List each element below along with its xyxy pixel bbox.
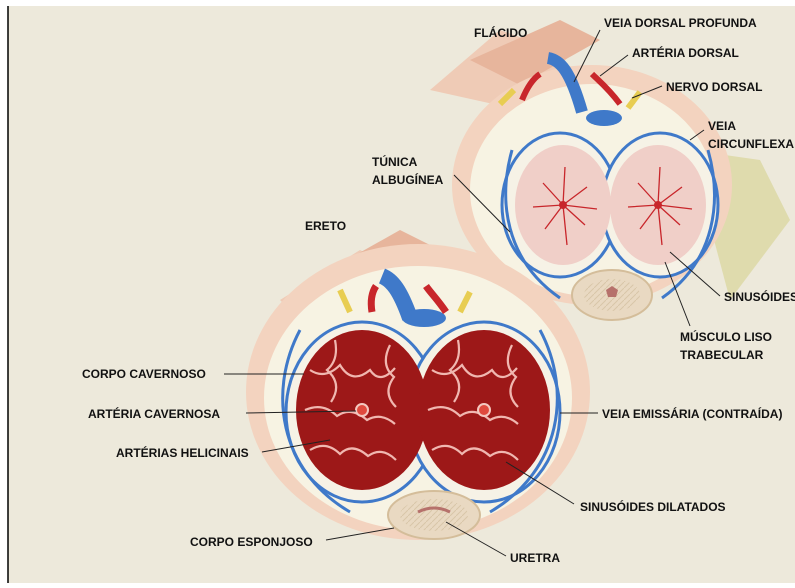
label-tunica-2: ALBUGÍNEA [372,172,444,187]
erect-spongiosum-texture [400,499,468,531]
label-cavernous-artery: ARTÉRIA CAVERNOSA [88,406,220,421]
label-sinusoids: SINUSÓIDES [724,289,795,304]
label-dorsal-artery: ARTÉRIA DORSAL [632,45,739,60]
erect-cavernous-artery-right [478,404,490,416]
label-helicine-arteries: ARTÉRIAS HELICINAIS [116,445,249,460]
flaccid-vein-cut [586,110,622,126]
label-circumflex-vein-1: VEIA [708,119,736,133]
flaccid-cavernous-artery-right [654,201,662,209]
label-flaccid: FLÁCIDO [474,25,527,40]
label-urethra: URETRA [510,551,560,565]
erect-vein-cut [402,309,446,327]
label-erect: ERETO [305,219,346,233]
flaccid-cavernous-artery-left [559,201,567,209]
label-circumflex-vein-2: CIRCUNFLEXA [708,137,794,151]
label-deep-dorsal-vein: VEIA DORSAL PROFUNDA [604,16,757,30]
label-smooth-muscle-2: TRABECULAR [680,348,764,362]
erect-cavernous-artery-left [356,404,368,416]
label-smooth-muscle-1: MÚSCULO LISO [680,329,772,344]
label-corpus-cavernosum: CORPO CAVERNOSO [82,367,206,381]
label-tunica-1: TÚNICA [372,154,418,169]
label-dilated-sinusoids: SINUSÓIDES DILATADOS [580,499,726,514]
label-emissary-vein: VEIA EMISSÁRIA (CONTRAÍDA) [602,406,782,421]
label-dorsal-nerve: NERVO DORSAL [666,80,762,94]
label-corpus-spongiosum: CORPO ESPONJOSO [190,535,313,549]
